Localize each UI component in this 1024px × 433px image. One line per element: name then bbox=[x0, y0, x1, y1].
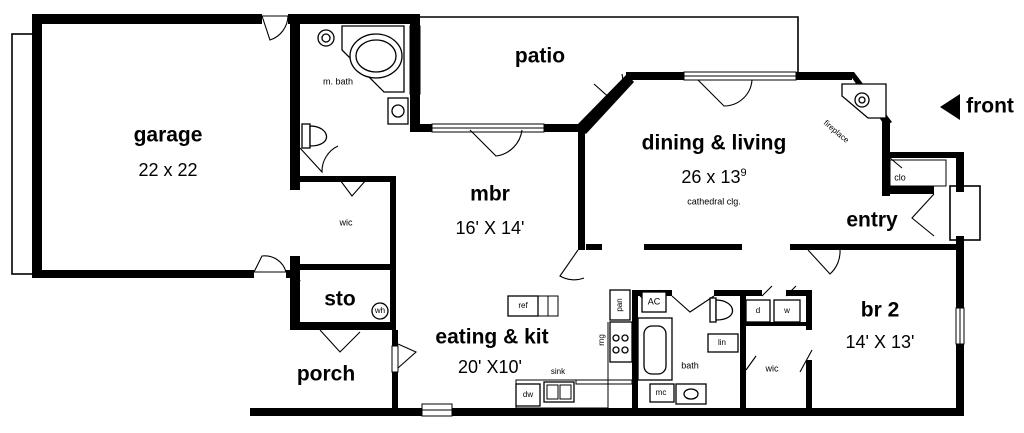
label-clo: clo bbox=[894, 172, 906, 183]
room-label-dining-living: dining & living bbox=[641, 131, 787, 155]
label-dw: dw bbox=[522, 390, 534, 399]
room-label-patio: patio bbox=[514, 44, 566, 68]
room-label-wic-mbr: wic bbox=[339, 217, 353, 228]
label-ac: AC bbox=[647, 296, 661, 307]
room-dim-br2: 14' X 13' bbox=[845, 332, 915, 352]
room-label-garage: garage bbox=[133, 123, 203, 147]
room-dim-dining-living: 26 x 139 bbox=[681, 167, 747, 187]
walls bbox=[32, 14, 964, 416]
patio-outline bbox=[417, 16, 799, 80]
room-label-porch: porch bbox=[296, 362, 356, 386]
label-mc: mc bbox=[655, 388, 667, 397]
room-label-br2: br 2 bbox=[860, 298, 900, 322]
room-label-m-bath: m. bath bbox=[322, 76, 354, 87]
label-pan: pan bbox=[615, 298, 624, 312]
front-label: front bbox=[966, 94, 1014, 118]
room-dim-mbr: 16' X 14' bbox=[455, 218, 525, 238]
label-sink: sink bbox=[550, 367, 566, 376]
label-ref: ref bbox=[518, 301, 528, 310]
fixtures bbox=[301, 25, 947, 409]
room-label-wic-br2: wic bbox=[765, 363, 779, 374]
label-washer: w bbox=[784, 306, 790, 315]
label-dryer: d bbox=[755, 306, 761, 315]
room-label-mbr: mbr bbox=[470, 182, 510, 206]
room-label-sto: sto bbox=[324, 287, 356, 311]
front-arrow-icon bbox=[940, 94, 960, 120]
room-label-bath: bath bbox=[681, 360, 699, 371]
entry-stoop bbox=[949, 185, 981, 241]
room-dim-garage: 22 x 22 bbox=[138, 160, 198, 180]
room-dim-eating-kit: 20' X10' bbox=[458, 357, 522, 377]
room-label-eating-kit: eating & kit bbox=[435, 325, 549, 349]
dining-living-dim-inches: 9 bbox=[740, 167, 747, 179]
room-label-entry: entry bbox=[846, 208, 898, 232]
note-cathedral-ceiling: cathedral clg. bbox=[687, 196, 741, 207]
dining-living-dim-value: 26 x 13 bbox=[681, 167, 741, 187]
label-rng: rng bbox=[597, 334, 606, 346]
label-water-heater: wh bbox=[374, 306, 386, 315]
label-lin: lin bbox=[717, 338, 727, 347]
windows bbox=[391, 25, 965, 417]
